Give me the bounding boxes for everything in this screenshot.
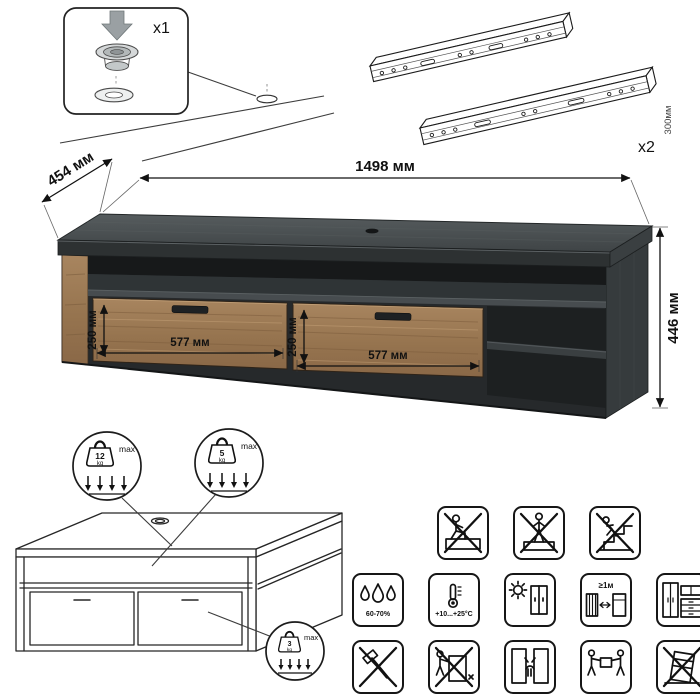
heat-distance-icon (585, 593, 627, 617)
temperature-label: +10...+25°С (435, 610, 473, 618)
drawer-left (92, 297, 288, 370)
no-climb-icon (595, 512, 635, 554)
no-climb-cell (589, 506, 641, 560)
load-callout-drawer: 3 kg max (265, 621, 325, 681)
humidity-icon (360, 582, 396, 603)
niche-back-panel (88, 274, 606, 302)
callout-leader (187, 71, 257, 97)
care-row-2: 60-70% +10...+25°С ≥1м (352, 573, 700, 627)
no-lean-icon (662, 646, 700, 688)
humidity-cell: 60-70% (352, 573, 404, 627)
weight-icon: 12 kg (85, 440, 115, 467)
bottom-edge (61, 361, 607, 419)
drawer-left-width-label: 577 мм (170, 337, 209, 349)
width-dimension-label: 1498 мм (355, 158, 415, 175)
load-value-drawer: 3 (288, 641, 292, 648)
drawer-handle (171, 305, 209, 314)
drawer-right (292, 302, 484, 378)
load-callout-shelf: 5 kg max (194, 428, 264, 498)
svg-text:max: max (241, 441, 258, 451)
svg-text:kg: kg (97, 461, 103, 467)
panel-edge-line (59, 95, 325, 144)
press-down-arrow-icon (101, 10, 133, 41)
weight-icon: 3 kg (277, 630, 302, 653)
team-lift-cell (580, 640, 632, 694)
compartment-shelf (487, 341, 606, 359)
height-dimension-label: 446 мм (665, 292, 682, 343)
glide-detail-callout: x1 (59, 7, 335, 162)
foot-position-ellipse (256, 94, 278, 104)
distance-label: ≥1м (598, 581, 614, 590)
niche-shelf-edge (88, 290, 606, 308)
svg-text:kg: kg (219, 458, 225, 464)
glide-foot-icon (94, 43, 139, 103)
svg-text:max: max (119, 444, 136, 454)
sunlight-cell (504, 573, 556, 627)
niche-shadow (88, 256, 606, 285)
team-lift-icon (587, 649, 625, 676)
no-sit-cell (437, 506, 489, 560)
depth-dimension-line (41, 158, 113, 203)
humidity-label: 60-70% (365, 610, 391, 618)
panel-edge-line (141, 112, 335, 162)
furniture-set-cell (656, 573, 700, 627)
weight-icon: 5 kg (207, 437, 237, 464)
top-panel-end (609, 225, 653, 268)
temperature-icon (447, 583, 462, 608)
side-panel-grain (64, 273, 87, 336)
warning-row-3 (352, 640, 700, 694)
care-icon-grid: 60-70% +10...+25°С ≥1м (352, 506, 700, 700)
glide-count-label: x1 (153, 20, 170, 37)
tv-stand-illustration (56, 213, 654, 419)
rail-length-label: 300мм (663, 106, 674, 135)
no-stand-icon (519, 512, 559, 554)
rail-count-label: x2 (638, 139, 655, 156)
no-sit-icon (443, 512, 483, 554)
end-panel-grain (619, 249, 635, 409)
no-drag-icon (434, 646, 474, 688)
load-callout-top: 12 kg max (72, 431, 142, 501)
no-hammer-cell (352, 640, 404, 694)
cable-hole (365, 228, 379, 234)
sunlight-icon (508, 580, 548, 615)
drawer-rail-icon (418, 65, 657, 146)
load-value-shelf: 5 (220, 448, 225, 458)
top-panel-grain (74, 221, 640, 243)
drawer-right-width-label: 577 мм (368, 350, 407, 362)
drawer-rail-icon (368, 11, 574, 83)
svg-text:kg: kg (287, 647, 292, 653)
furniture-set-icon (662, 582, 700, 618)
door-pinch-icon (511, 648, 549, 684)
temperature-cell: +10...+25°С (428, 573, 480, 627)
load-limit-callouts: 12 kg max 5 kg max (72, 428, 325, 681)
no-drag-cell (428, 640, 480, 694)
heat-distance-cell: ≥1м (580, 573, 632, 627)
load-value-top: 12 (95, 451, 105, 461)
no-stand-cell (513, 506, 565, 560)
line-drawing (15, 512, 343, 652)
drawer-outline (29, 591, 135, 646)
door-pinch-cell (504, 640, 556, 694)
no-hammer-icon (358, 646, 398, 688)
drawer-handle (374, 312, 412, 321)
open-compartment (487, 306, 606, 408)
warning-row-1 (437, 506, 700, 560)
left-side-panel (61, 254, 89, 366)
rails-detail: x2 300мм (368, 11, 674, 156)
no-lean-cell (656, 640, 700, 694)
drawer-left-height-label: 250 мм (87, 310, 99, 349)
svg-text:max: max (304, 633, 318, 642)
detail-box (63, 7, 189, 115)
drawer-right-height-label: 250 мм (287, 317, 299, 356)
